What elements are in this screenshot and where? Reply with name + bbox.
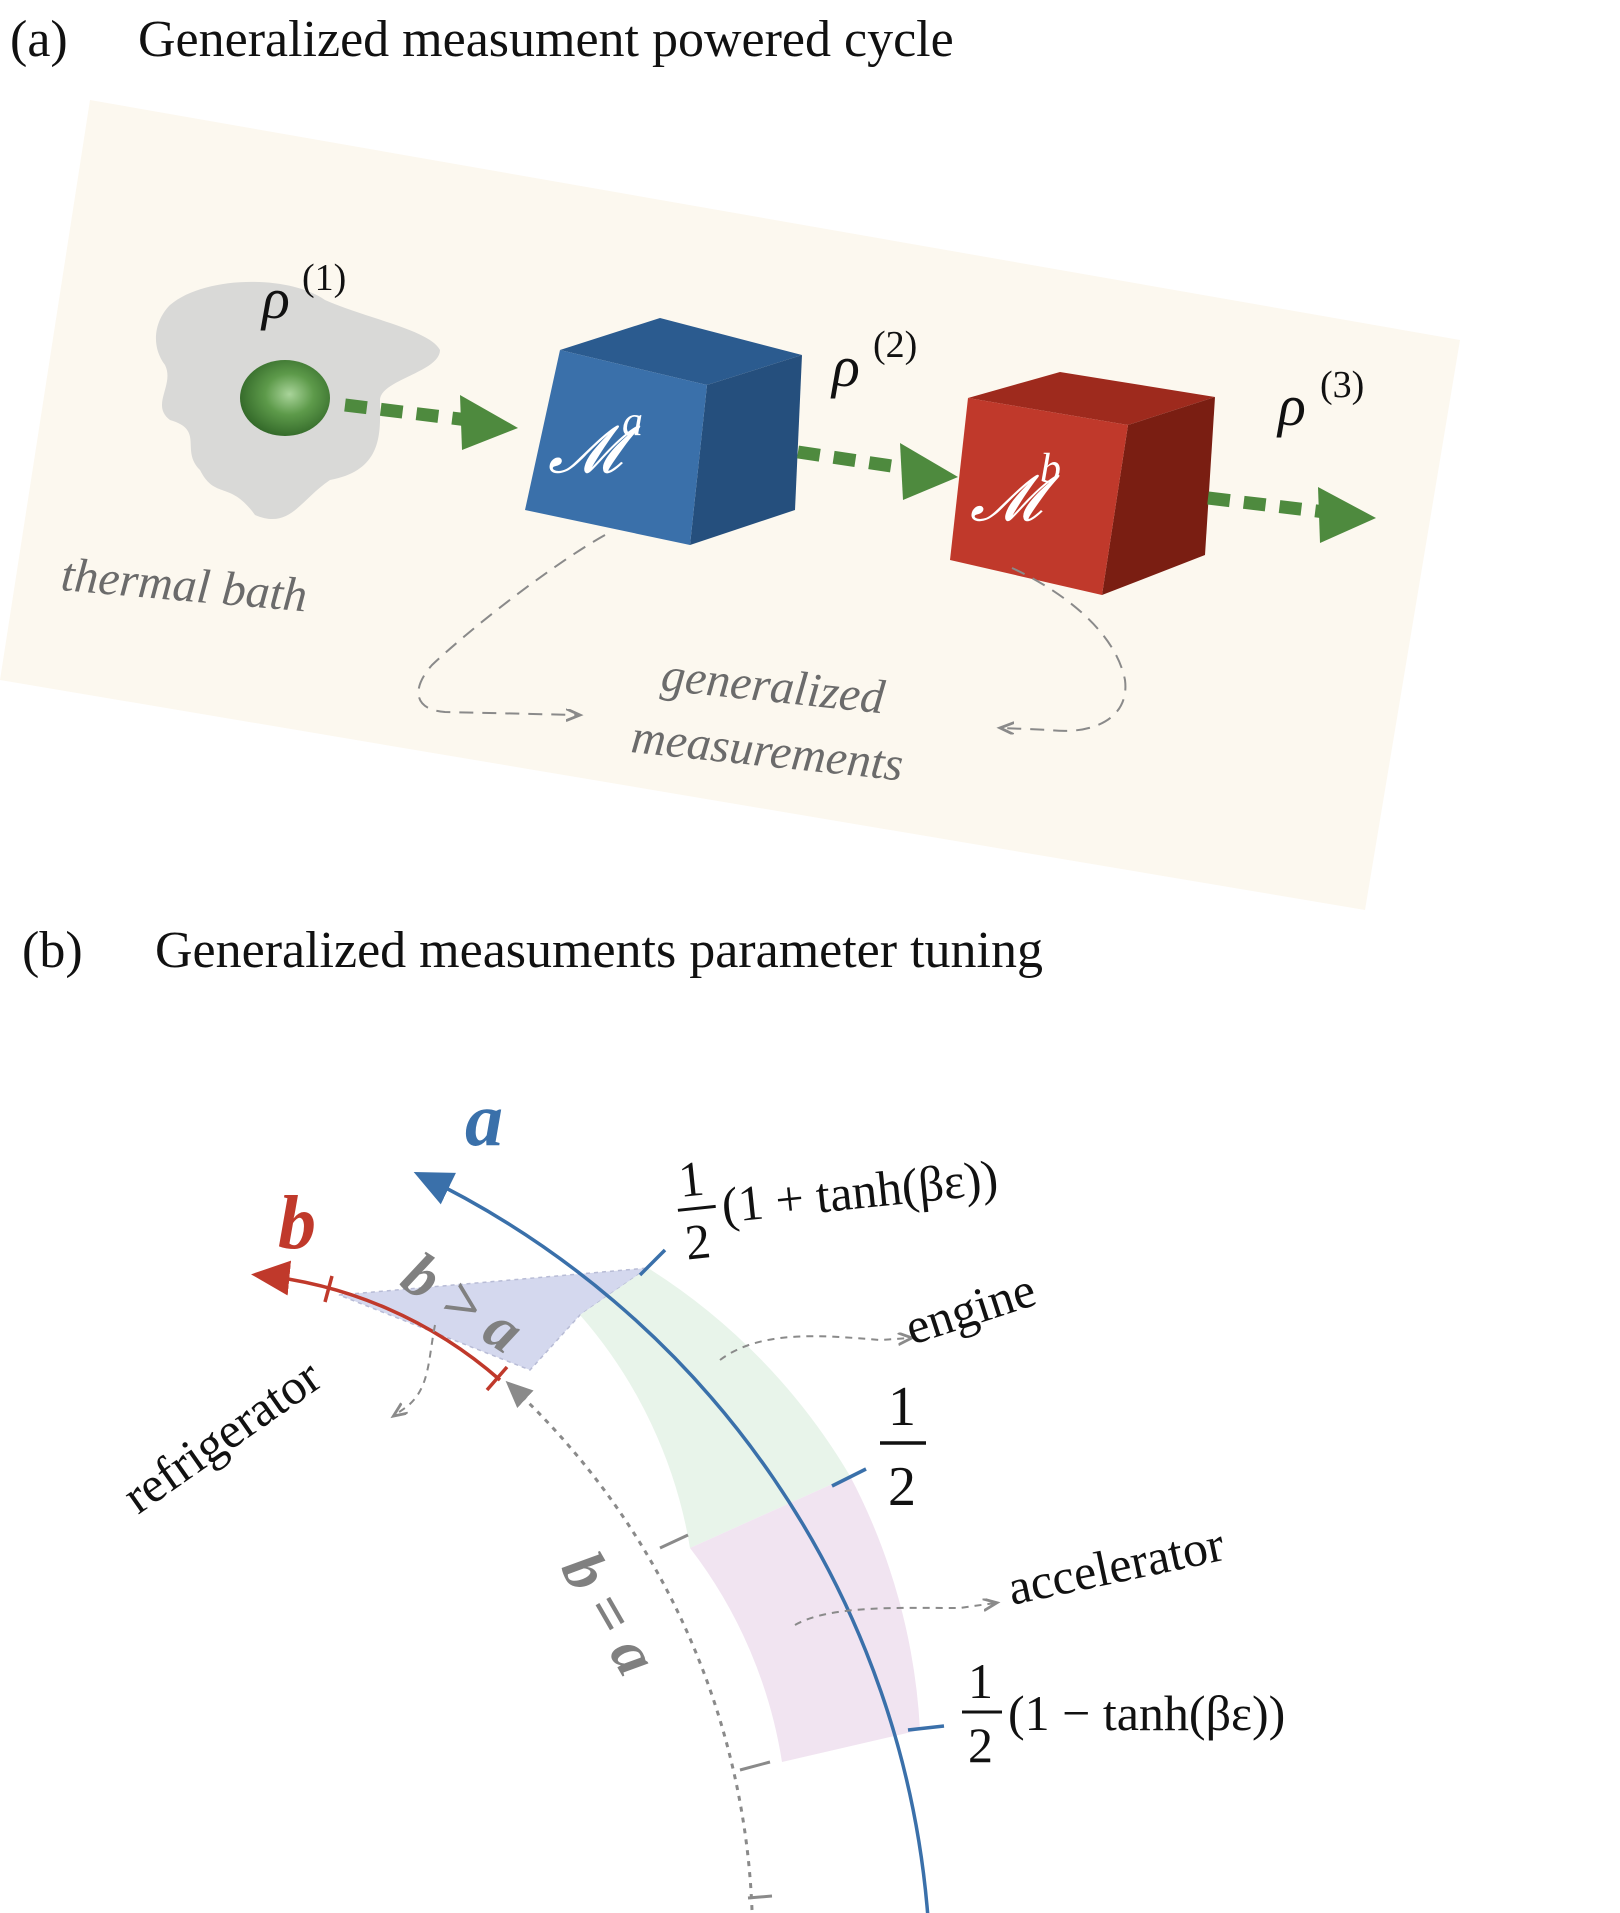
engine-label: engine <box>898 1261 1042 1355</box>
tick-label-mid: 1 2 <box>880 1376 926 1518</box>
cube-b-icon <box>950 372 1215 595</box>
tick-bot-numerator: 1 <box>968 1653 993 1709</box>
cube-b-superscript: b <box>1040 446 1061 492</box>
tick-a-top <box>638 1248 667 1277</box>
tick-top-numerator: 1 <box>676 1150 707 1208</box>
tick-mid-numerator: 1 <box>888 1376 916 1438</box>
tick-top-expression: (1 + tanh(βε)) <box>719 1149 1001 1234</box>
dashed-arrow-icon <box>344 395 518 450</box>
tick-top-fraction-bar <box>677 1204 716 1212</box>
rho-1-symbol: ρ <box>260 266 290 331</box>
dashed-arrow-icon <box>1207 487 1376 543</box>
rho-2-superscript: (2) <box>873 324 917 366</box>
measurement-loop-right <box>1002 567 1127 731</box>
b-equals-a-arc <box>505 1380 754 1911</box>
measurement-loop-left <box>417 534 606 715</box>
panel-a-title: Generalized measument powered cycle <box>138 11 954 68</box>
cube-a-icon <box>525 318 802 545</box>
cube-a-superscript: a <box>622 399 643 445</box>
tick-a-bottom <box>907 1724 945 1732</box>
accelerator-pointer <box>794 1603 995 1626</box>
axis-b-label: b <box>278 1181 316 1265</box>
refrigerator-pointer <box>395 1324 436 1415</box>
tick-bot-denominator: 2 <box>968 1717 993 1773</box>
region-engine <box>580 1268 850 1548</box>
dashed-arrow-icon <box>797 443 958 500</box>
tick-gray-1 <box>659 1533 689 1550</box>
tick-label-top: 1 2 (1 + tanh(βε)) <box>676 1149 1001 1271</box>
panel-a-label: (a) <box>10 11 68 68</box>
tick-mid-denominator: 2 <box>888 1456 916 1518</box>
axis-b-arc <box>251 1260 502 1382</box>
tick-b-2 <box>323 1275 334 1303</box>
tick-a-mid <box>831 1467 867 1488</box>
refrigerator-label: refrigerator <box>112 1347 331 1524</box>
rho-3-symbol: ρ <box>1276 373 1306 438</box>
panel-b-label: (b) <box>22 922 83 979</box>
axis-a-arc <box>413 1171 930 1913</box>
region-accelerator <box>690 1476 920 1762</box>
tick-bot-expression: (1 − tanh(βε)) <box>1008 1685 1285 1741</box>
rho-2-symbol: ρ <box>830 334 860 399</box>
green-ball-icon <box>240 360 330 436</box>
tick-label-bottom: 1 2 (1 − tanh(βε)) <box>962 1653 1285 1773</box>
tick-b-1 <box>485 1365 509 1392</box>
tick-gray-3 <box>747 1894 773 1900</box>
rho-3-superscript: (3) <box>1320 364 1364 406</box>
accelerator-label: accelerator <box>1003 1515 1229 1615</box>
engine-pointer <box>719 1336 910 1361</box>
tick-top-denominator: 2 <box>682 1212 713 1270</box>
tick-gray-2 <box>739 1760 771 1772</box>
panel-b-title: Generalized measuments parameter tuning <box>155 922 1043 979</box>
rho-1-superscript: (1) <box>302 257 346 299</box>
axis-a-label: a <box>465 1078 503 1162</box>
